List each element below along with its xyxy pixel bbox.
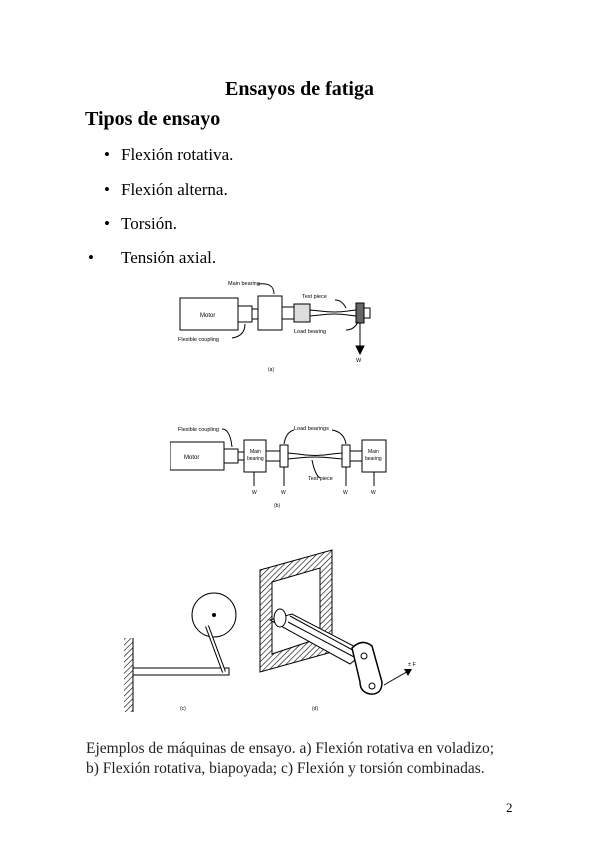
figure-label: (a) <box>268 367 274 373</box>
main-bearing-label: Main bearing <box>228 281 260 287</box>
bullet-text: Tensión axial. <box>121 248 217 267</box>
figure-label-d: (d) <box>312 706 318 712</box>
coupling-part <box>237 451 245 461</box>
figure-caption: Ejemplos de máquinas de ensayo. a) Flexi… <box>86 739 526 779</box>
lever-pin <box>368 682 376 690</box>
leader-line <box>345 321 359 331</box>
load-bearings-label: Load bearings <box>294 426 329 432</box>
shaft-edge <box>287 621 357 659</box>
w-label: W <box>343 490 348 496</box>
cantilever-specimen <box>132 667 230 676</box>
w-label: W <box>281 490 286 496</box>
main-bearing-label: bearing <box>365 456 382 462</box>
leader-line <box>283 429 295 445</box>
main-bearing-label: bearing <box>247 456 264 462</box>
page-number: 2 <box>506 800 513 815</box>
caption-line: Ejemplos de máquinas de ensayo. a) Flexi… <box>86 740 495 757</box>
force-label: ± F <box>408 662 417 668</box>
bullet-text: Torsión. <box>121 214 177 233</box>
shaft-stub <box>349 450 363 462</box>
coupling-box <box>223 448 239 464</box>
force-line <box>383 669 411 686</box>
flexible-coupling-label: Flexible coupling <box>178 337 219 343</box>
motor-label: Motor <box>184 455 199 461</box>
lever-arm <box>351 641 383 695</box>
bullet-text: Flexión alterna. <box>121 180 228 199</box>
leader-line <box>231 323 246 339</box>
load-bearing-box <box>341 444 351 468</box>
bullet-marker: • <box>104 180 110 199</box>
coupling-part <box>251 308 259 320</box>
wall-hatch <box>124 638 133 712</box>
main-bearing-label: Main <box>368 449 379 455</box>
motor-label: Motor <box>200 313 215 319</box>
bullet-text: Flexión rotativa. <box>121 145 234 164</box>
shaft-end <box>273 608 287 628</box>
leader-line <box>257 283 275 295</box>
w-label: W <box>252 490 257 496</box>
wheel-hub <box>212 613 216 617</box>
main-bearing-box <box>257 295 283 331</box>
w-label: W <box>371 490 376 496</box>
bullet-marker: • <box>88 248 94 267</box>
main-bearing-label: Main <box>250 449 261 455</box>
lever-hub <box>360 652 368 660</box>
leader-line <box>334 299 347 309</box>
shaft-stub <box>265 450 281 462</box>
flexible-coupling-label: Flexible coupling <box>178 427 219 433</box>
figure-a-cantilever: Motor Main bearing Test piece Load beari… <box>178 281 371 373</box>
figure-cd-machines: (c) ± F (d) <box>124 549 417 712</box>
collet <box>293 303 311 323</box>
test-piece-shape <box>309 309 357 317</box>
bullet-marker: • <box>104 214 110 233</box>
coupling-box <box>237 305 253 323</box>
w-label: W <box>356 358 362 364</box>
force-arrow <box>404 669 412 676</box>
load-bearing-label: Load bearing <box>294 329 326 335</box>
page-title: Ensayos de fatiga <box>225 78 374 100</box>
load-bearing-box <box>355 302 365 324</box>
load-bearing-box <box>279 444 289 468</box>
shaft-stub <box>281 306 295 320</box>
load-arrow <box>355 345 365 356</box>
section-heading: Tipos de ensayo <box>85 108 221 130</box>
end-cap <box>363 307 371 319</box>
connecting-rod-inner <box>206 625 225 673</box>
figure-label-c: (c) <box>180 706 186 712</box>
figure-label: (b) <box>274 503 280 509</box>
leader-line <box>221 428 233 448</box>
caption-line: b) Flexión rotativa, biapoyada; c) Flexi… <box>86 760 485 777</box>
test-piece-shape <box>287 452 343 460</box>
bullet-marker: • <box>104 145 110 164</box>
shaft-edge <box>289 615 361 655</box>
leader-line <box>311 459 321 479</box>
test-piece-label: Test piece <box>302 294 327 300</box>
leader-line <box>331 429 347 445</box>
figure-b-supported: Motor Flexible coupling Load bearings Ma… <box>170 426 387 509</box>
test-piece-label: Test piece <box>308 476 333 482</box>
